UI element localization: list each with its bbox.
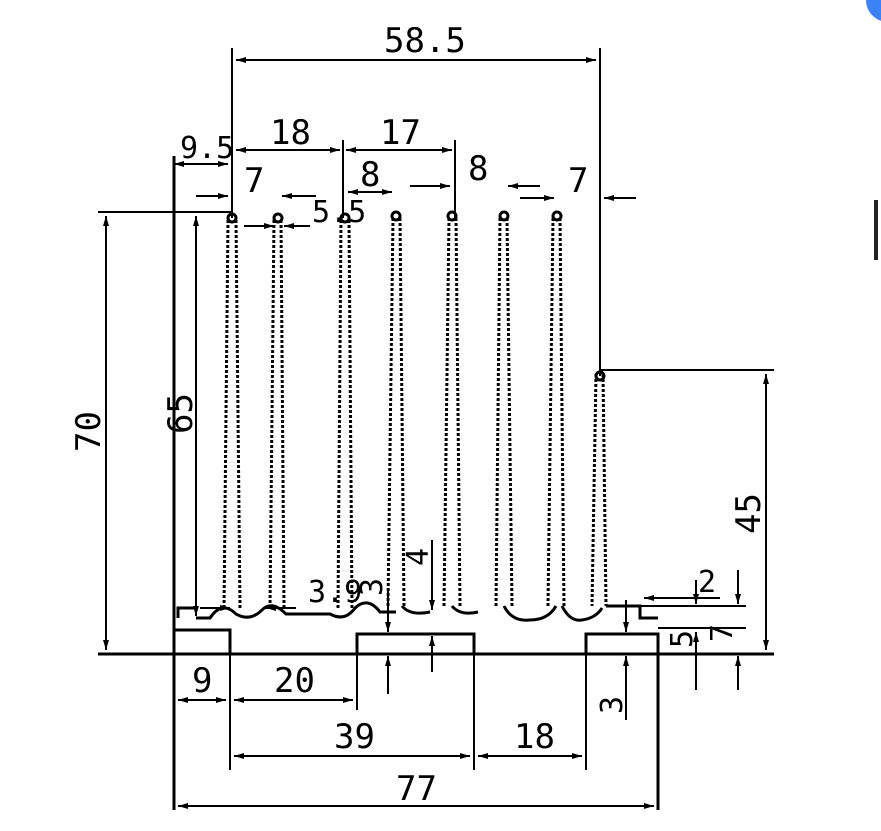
extension-lines	[98, 48, 774, 770]
dim-8-second: 8	[468, 149, 488, 189]
dim-3-middle: 3	[355, 578, 390, 596]
dimension-lines	[103, 57, 769, 809]
dim-7-left: 7	[244, 161, 264, 201]
dim-39-bottom: 39	[334, 717, 375, 757]
dim-2-right: 2	[698, 565, 716, 600]
dim-58-5: 58.5	[384, 21, 466, 61]
dim-5-right: 5	[665, 630, 700, 648]
dim-18-top: 18	[270, 113, 311, 153]
dim-4: 4	[401, 548, 436, 566]
dim-45: 45	[729, 493, 769, 534]
dim-9-5: 9.5	[180, 131, 234, 166]
profile-outline	[98, 156, 774, 810]
dim-17: 17	[380, 113, 421, 153]
dim-65: 65	[161, 393, 201, 434]
dim-8-first: 8	[360, 155, 380, 195]
dim-70: 70	[69, 411, 109, 452]
dim-3-bottom: 3	[595, 696, 630, 714]
dim-7-right-vertical: 7	[705, 624, 740, 642]
dim-20-bottom: 20	[274, 661, 315, 701]
dim-5-5: 5.5	[312, 195, 366, 230]
edge-tick	[874, 200, 878, 260]
dim-77-bottom: 77	[396, 769, 437, 809]
fins	[222, 210, 608, 609]
dim-3-9: 3.9	[308, 575, 362, 610]
dim-18-bottom: 18	[514, 717, 555, 757]
dim-9-bottom: 9	[192, 661, 212, 701]
dim-7-right: 7	[568, 161, 588, 201]
dimension-labels: 58.5 9.5 18 17 7 8 8 7 5.5 70 65 3.9 3 4…	[69, 21, 769, 809]
